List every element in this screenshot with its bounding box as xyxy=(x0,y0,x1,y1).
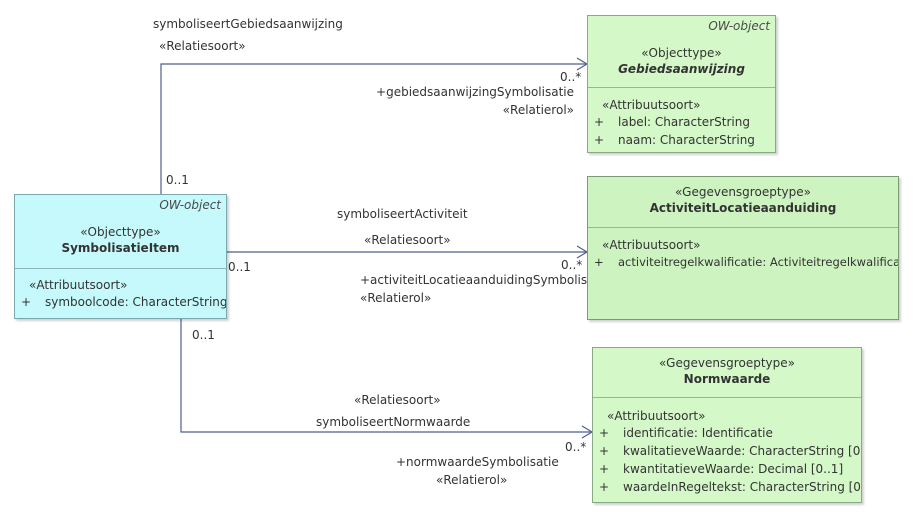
class-name: Normwaarde xyxy=(683,372,771,386)
class-name: ActiviteitLocatieaanduiding xyxy=(649,201,837,215)
role-stereotype-activiteit: «Relatierol» xyxy=(360,291,432,305)
target-multiplicity-normwaarde: 0..* xyxy=(565,440,587,454)
association-name-normwaarde: symboliseertNormwaarde xyxy=(316,415,471,429)
class-name: SymbolisatieItem xyxy=(61,241,180,255)
attribute-stereotype: «Attribuutsoort» xyxy=(602,238,701,252)
class-stereotype: «Objecttype» xyxy=(80,225,161,239)
class-normwaarde[interactable]: «Gegevensgroeptype» Normwaarde «Attribuu… xyxy=(592,347,862,503)
attribute-row[interactable]: + identificatie: Identificatie xyxy=(593,424,861,442)
target-multiplicity-activiteit: 0..* xyxy=(561,258,583,272)
visibility-marker: + xyxy=(599,444,610,458)
compartment-divider xyxy=(15,268,226,269)
attribute-compartment: «Attribuutsoort» + label: CharacterStrin… xyxy=(588,98,775,149)
target-multiplicity-gebiedsaanwijzing: 0..* xyxy=(560,70,582,84)
class-header: «Gegevensgroeptype» Normwaarde xyxy=(593,356,861,387)
association-stereotype-activiteit: «Relatiesoort» xyxy=(364,233,451,247)
visibility-marker: + xyxy=(599,426,610,440)
role-name-gebiedsaanwijzing: +gebiedsaanwijzingSymbolisatie xyxy=(376,85,574,99)
class-gebiedsaanwijzing[interactable]: OW-object «Objecttype» Gebiedsaanwijzing… xyxy=(587,15,776,153)
attribute-stereotype: «Attribuutsoort» xyxy=(607,409,706,423)
role-stereotype-normwaarde: «Relatierol» xyxy=(436,473,508,487)
class-activiteitlocatieaanduiding[interactable]: «Gegevensgroeptype» ActiviteitLocatieaan… xyxy=(587,176,899,320)
association-line-gebiedsaanwijzing[interactable] xyxy=(160,63,587,195)
attribute-stereotype: «Attribuutsoort» xyxy=(602,98,701,112)
association-stereotype-normwaarde: «Relatiesoort» xyxy=(354,393,441,407)
attribute-text: kwantitatieveWaarde: Decimal [0..1] xyxy=(623,462,844,476)
attribute-row[interactable]: + naam: CharacterString xyxy=(588,131,775,149)
attribute-row[interactable]: + waardeInRegeltekst: CharacterString [0… xyxy=(593,478,861,496)
attribute-text: naam: CharacterString xyxy=(618,133,755,147)
attribute-text: symboolcode: CharacterString xyxy=(45,295,227,309)
class-name: Gebiedsaanwijzing xyxy=(618,62,745,76)
role-stereotype-gebiedsaanwijzing: «Relatierol» xyxy=(502,103,574,117)
compartment-divider xyxy=(588,227,898,228)
compartment-divider xyxy=(588,87,775,88)
role-name-activiteit: +activiteitLocatieaanduidingSymbolisatie xyxy=(360,273,613,287)
class-header: «Objecttype» Gebiedsaanwijzing xyxy=(588,46,775,77)
class-stereotype: «Objecttype» xyxy=(641,46,722,60)
attribute-text: label: CharacterString xyxy=(618,115,750,129)
source-multiplicity-normwaarde: 0..1 xyxy=(192,328,215,342)
attribute-row[interactable]: + kwantitatieveWaarde: Decimal [0..1] xyxy=(593,460,861,478)
source-multiplicity-activiteit: 0..1 xyxy=(228,260,251,274)
class-header: «Objecttype» SymbolisatieItem xyxy=(15,225,226,256)
class-header: «Gegevensgroeptype» ActiviteitLocatieaan… xyxy=(588,185,898,216)
attribute-row[interactable]: + kwalitatieveWaarde: CharacterString [0… xyxy=(593,442,861,460)
attribute-stereotype: «Attribuutsoort» xyxy=(29,278,128,292)
class-stereotype: «Gegevensgroeptype» xyxy=(675,185,811,199)
visibility-marker: + xyxy=(599,480,610,494)
association-name-activiteit: symboliseertActiviteit xyxy=(337,207,468,221)
attribute-row[interactable]: + activiteitregelkwalificatie: Activitei… xyxy=(588,253,898,271)
attribute-row[interactable]: + label: CharacterString xyxy=(588,113,775,131)
association-name-gebiedsaanwijzing: symboliseertGebiedsaanwijzing xyxy=(153,17,343,31)
visibility-marker: + xyxy=(21,295,32,309)
visibility-marker: + xyxy=(599,462,610,476)
visibility-marker: + xyxy=(594,115,605,129)
attribute-row[interactable]: + symboolcode: CharacterString xyxy=(15,293,226,311)
association-line-normwaarde[interactable] xyxy=(180,318,592,433)
association-stereotype-gebiedsaanwijzing: «Relatiesoort» xyxy=(159,39,246,53)
source-multiplicity-gebiedsaanwijzing: 0..1 xyxy=(166,173,189,187)
visibility-marker: + xyxy=(594,255,604,269)
attribute-compartment: «Attribuutsoort» + symboolcode: Characte… xyxy=(15,278,226,311)
visibility-marker: + xyxy=(594,133,605,147)
attribute-compartment: «Attribuutsoort» + identificatie: Identi… xyxy=(593,409,861,496)
attribute-compartment: «Attribuutsoort» + activiteitregelkwalif… xyxy=(588,238,898,271)
class-symbolisatieitem[interactable]: OW-object «Objecttype» SymbolisatieItem … xyxy=(14,194,227,319)
attribute-text: kwalitatieveWaarde: CharacterString [0..… xyxy=(623,444,862,458)
compartment-divider xyxy=(593,397,861,398)
class-tag: OW-object xyxy=(708,19,770,33)
attribute-text: activiteitregelkwalificatie: Activiteitr… xyxy=(618,255,899,269)
class-stereotype: «Gegevensgroeptype» xyxy=(659,356,795,370)
attribute-text: identificatie: Identificatie xyxy=(623,426,773,440)
role-name-normwaarde: +normwaardeSymbolisatie xyxy=(396,455,559,469)
attribute-text: waardeInRegeltekst: CharacterString [0..… xyxy=(623,480,862,494)
class-tag: OW-object xyxy=(159,198,221,212)
